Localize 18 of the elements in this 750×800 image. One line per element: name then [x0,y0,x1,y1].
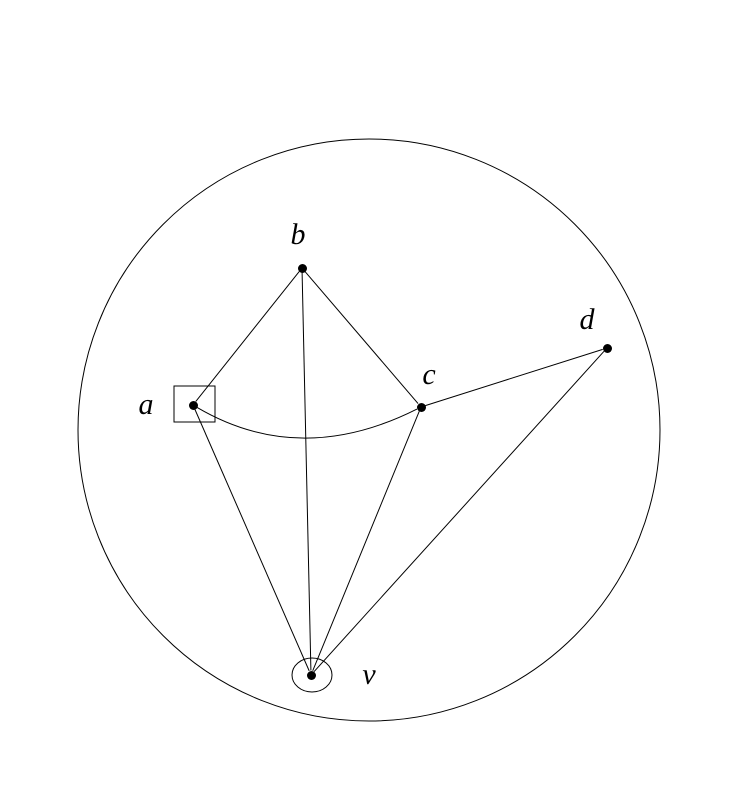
vertex-dot [306,670,316,680]
vertex-label: v [362,660,376,690]
vertex-label: a [138,390,154,420]
graph-edge [312,410,420,672]
vertex-dot [602,344,612,352]
graph-edge [196,406,418,439]
vertex-dot [188,400,198,410]
vertex-dot [298,264,306,272]
graph-edge [195,271,300,402]
vertex-label: c [422,360,436,390]
graph-edge [194,408,310,672]
vertex-label: d [580,305,594,335]
vertex-label: b [290,220,306,250]
graph-edge [424,348,604,406]
graph-edge [302,272,312,671]
vertex-dot [416,402,426,412]
graph-edge [314,350,604,672]
graph-edge [304,270,419,404]
